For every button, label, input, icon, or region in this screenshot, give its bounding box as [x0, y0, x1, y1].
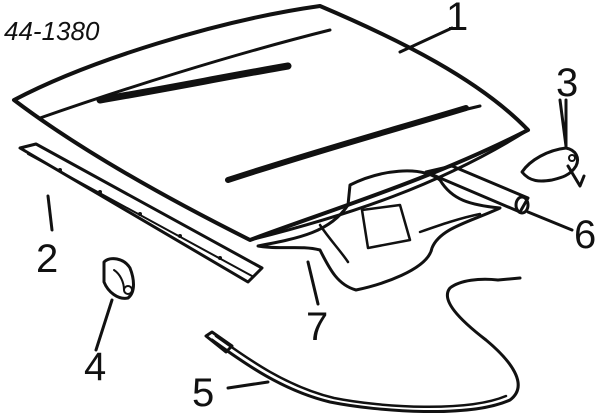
leader-line-1 [398, 26, 454, 54]
leader-line-5 [226, 380, 270, 390]
leader-lines [46, 26, 574, 390]
leader-line-4 [94, 298, 114, 352]
leader-line-7 [306, 260, 320, 306]
rear-weatherstrip [424, 164, 530, 215]
hood-inner-reinforcement-panel [256, 169, 502, 292]
front-hood-seal-strip [18, 142, 264, 284]
hood-panel [12, 4, 530, 242]
callout-2: 2 [36, 237, 58, 281]
hood-hinge [520, 98, 586, 188]
hood-release-cable [204, 276, 522, 413]
callout-4: 4 [84, 345, 106, 389]
callout-7: 7 [306, 305, 328, 349]
leader-line-6 [526, 210, 574, 232]
callout-1: 1 [446, 0, 468, 39]
callout-numbers: 1 2 3 4 5 6 7 [36, 0, 596, 415]
reference-number: 44-1380 [4, 16, 100, 46]
leader-line-2 [46, 194, 54, 232]
callout-3: 3 [556, 61, 578, 105]
callout-5: 5 [192, 371, 214, 415]
hood-latch [102, 257, 135, 300]
callout-6: 6 [574, 213, 596, 257]
